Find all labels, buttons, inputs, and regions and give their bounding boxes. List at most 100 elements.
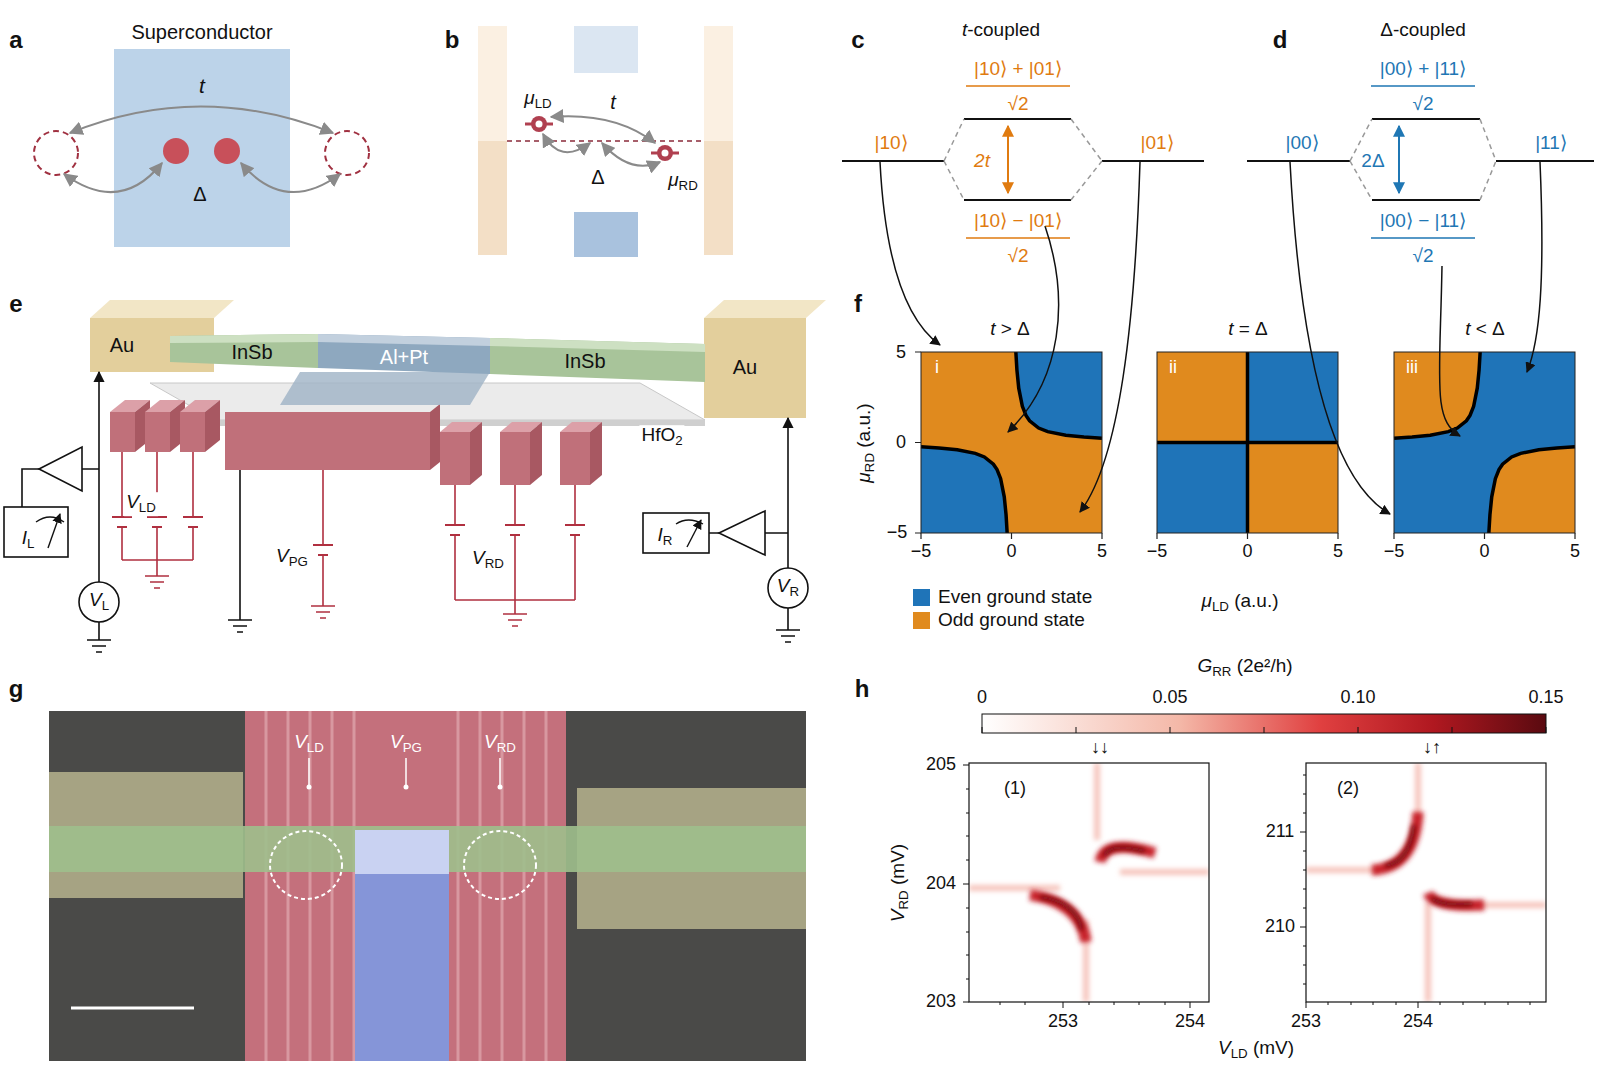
superconductor-sketch	[241, 163, 340, 192]
phase-diagram	[921, 447, 1007, 533]
current-meter: IL	[4, 507, 68, 557]
device-schematic	[455, 485, 575, 626]
text-label: VRD (mV)	[888, 844, 912, 922]
device-schematic	[90, 300, 234, 318]
text-label: 0	[1006, 542, 1016, 562]
energy-levels-t	[842, 119, 1204, 200]
mapping-arrows	[1439, 266, 1460, 436]
conductance-maps	[1000, 1002, 1190, 1008]
text-label: 0.10	[1340, 688, 1375, 708]
text-label: 204	[926, 874, 956, 894]
text-label: VRD	[470, 548, 506, 572]
conductance-maps	[969, 763, 1209, 1002]
text-label: 0	[1242, 542, 1252, 562]
mapping-arrows	[880, 162, 940, 345]
text-label: |10⟩ − |01⟩	[974, 211, 1062, 232]
conductance-maps	[1385, 825, 1472, 904]
text-label: −5	[911, 542, 932, 562]
device-schematic	[445, 525, 585, 535]
sem-image	[49, 711, 806, 1061]
text-label: iii	[1406, 358, 1418, 378]
text-label: 0	[977, 688, 987, 708]
text-label: t < Δ	[1465, 319, 1505, 340]
text-label: |10⟩	[874, 133, 907, 154]
text-label: |00⟩	[1285, 133, 1318, 154]
double-dot-sketch	[704, 26, 733, 255]
text-label: 254	[1175, 1012, 1205, 1032]
device-schematic	[87, 622, 111, 652]
node-text: IL	[22, 528, 35, 552]
conductance-maps	[1030, 847, 1155, 942]
text-label: √2	[1008, 94, 1029, 115]
device-schematic	[145, 412, 170, 452]
text-label: VRD	[484, 732, 516, 756]
device-schematic	[440, 432, 470, 485]
sem-image	[71, 1007, 194, 1010]
text-label: c	[851, 27, 864, 53]
phase-diagram	[921, 352, 1102, 533]
superconductor-sketch	[34, 131, 78, 175]
conductance-maps	[1300, 775, 1306, 984]
text-label: f	[854, 291, 862, 317]
text-label: √2	[1008, 246, 1029, 267]
text-label: −5	[1147, 542, 1168, 562]
text-label: 5	[896, 343, 906, 363]
conductance-maps	[982, 727, 1546, 733]
text-label: InSb	[231, 341, 272, 363]
conductance-maps	[963, 765, 969, 1002]
sem-image	[355, 847, 449, 1061]
node-text: Superconductor	[131, 21, 272, 43]
phase-diagram	[1394, 352, 1480, 438]
energy-levels-t	[966, 86, 1070, 238]
sem-image	[49, 711, 806, 1061]
device-schematic	[490, 338, 705, 352]
text-label: 5	[1333, 542, 1343, 562]
text-label: 0.15	[1528, 688, 1563, 708]
text-label: InSb	[564, 350, 605, 372]
text-label: t	[610, 91, 616, 113]
text-label: |10⟩ + |01⟩	[974, 59, 1062, 80]
superconductor-sketch	[325, 131, 369, 175]
text-label: 253	[1291, 1012, 1321, 1032]
device-schematic	[39, 447, 82, 491]
device-schematic	[4, 300, 826, 652]
text-label: −5	[887, 523, 908, 543]
text-label: i	[935, 358, 939, 378]
text-label: d	[1273, 27, 1288, 53]
energy-levels-t	[842, 86, 1204, 238]
text-label: Δ	[591, 166, 604, 188]
wire-connector	[98, 372, 100, 582]
text-label: 203	[926, 992, 956, 1012]
legend-text: Odd ground state	[938, 610, 1085, 631]
double-dot-sketch	[543, 134, 590, 152]
conductance-maps	[1372, 812, 1484, 906]
double-dot-sketch	[657, 145, 673, 161]
text-label: h	[855, 676, 870, 702]
mapping-arrows	[1290, 162, 1390, 514]
double-dot-sketch	[574, 212, 638, 257]
device-schematic	[430, 404, 440, 470]
text-label: 0.05	[1152, 688, 1187, 708]
energy-levels-delta	[1350, 119, 1496, 200]
text-label: 254	[1403, 1012, 1433, 1032]
device-schematic	[48, 514, 60, 548]
sem-image	[270, 831, 342, 899]
device-schematic	[500, 432, 530, 485]
text-label: VLD (mV)	[1218, 1038, 1294, 1062]
phase-diagram	[921, 352, 1102, 533]
mapping-arrows	[880, 162, 1542, 514]
phase-diagram	[915, 352, 1575, 539]
device-schematic	[228, 470, 252, 632]
legend-text: Even ground state	[938, 587, 1092, 608]
text-label: Δ-coupled	[1380, 20, 1466, 41]
text-label: 5	[1097, 542, 1107, 562]
text-label: 205	[926, 755, 956, 775]
conductance-maps	[1306, 1002, 1530, 1008]
text-label: μLD	[524, 88, 551, 112]
device-schematic	[560, 432, 590, 485]
text-label: VLD	[124, 492, 158, 516]
text-label: e	[9, 291, 22, 317]
text-label: 0	[1479, 542, 1489, 562]
device-schematic	[110, 412, 135, 452]
conductance-maps	[1040, 847, 1145, 930]
